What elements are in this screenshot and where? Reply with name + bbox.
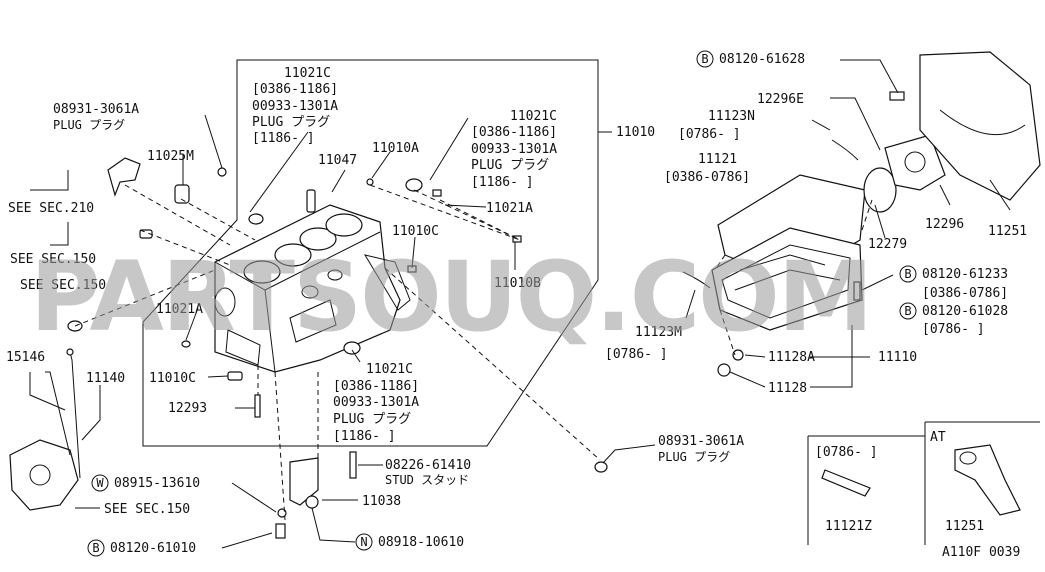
label-11021c-mid[interactable]: 11021C	[510, 109, 557, 124]
label-11123m-range: [0786- ]	[605, 347, 668, 362]
marker-b-2: B	[904, 267, 911, 281]
label-11140[interactable]: 11140	[86, 371, 125, 386]
label-11021c-bottom-alt[interactable]: 00933-1301A	[333, 395, 419, 410]
label-11021c-top-plug: PLUG プラグ	[252, 115, 330, 130]
label-11123m[interactable]: 11123M	[635, 325, 682, 340]
marker-b-3: B	[904, 304, 911, 318]
label-11021c-bottom-range2: [1186- ]	[333, 429, 396, 444]
label-11251[interactable]: 11251	[988, 224, 1027, 239]
label-08120-61233-range: [0386-0786]	[922, 286, 1008, 301]
label-11021c-mid-range2: [1186- ]	[471, 175, 534, 190]
cylinder-block-frame	[142, 59, 599, 447]
dashed-guide-lines	[74, 184, 873, 521]
label-08120-61028[interactable]: 08120-61028	[922, 304, 1008, 319]
label-08120-61010[interactable]: 08120-61010	[110, 541, 196, 556]
label-11021c-top[interactable]: 11021C	[284, 66, 331, 81]
label-08931-left-plug: PLUG プラグ	[53, 118, 125, 132]
label-08918-10610[interactable]: 08918-10610	[378, 535, 464, 550]
inset-box-at	[924, 421, 1040, 545]
label-11047[interactable]: 11047	[318, 153, 357, 168]
label-inset-at: AT	[930, 430, 946, 445]
label-11128[interactable]: 11128	[768, 381, 807, 396]
label-11021a-left[interactable]: 11021A	[156, 302, 203, 317]
label-11021c-top-alt[interactable]: 00933-1301A	[252, 99, 338, 114]
oil-pump-illustration	[9, 348, 81, 511]
label-11025m[interactable]: 11025M	[147, 149, 194, 164]
marker-w: W	[96, 476, 104, 490]
label-08931-bottom[interactable]: 08931-3061A	[658, 434, 744, 449]
diagram-code: A110F 0039	[942, 545, 1020, 560]
oil-pan-illustration	[682, 51, 1041, 516]
label-11010c-left[interactable]: 11010C	[149, 371, 196, 386]
label-11021c-bottom-range: [0386-1186]	[333, 379, 419, 394]
label-15146[interactable]: 15146	[6, 350, 45, 365]
label-11021c-top-range2: [1186- ]	[252, 131, 315, 146]
part-labels: 11021C [0386-1186] 00933-1301A PLUG プラグ …	[6, 52, 1027, 560]
leader-lines	[29, 59, 1011, 549]
label-11021c-mid-plug: PLUG プラグ	[471, 158, 549, 173]
label-08120-61233[interactable]: 08120-61233	[922, 267, 1008, 282]
label-12296[interactable]: 12296	[925, 217, 964, 232]
label-see-sec-150-c[interactable]: SEE SEC.150	[104, 502, 190, 517]
label-08931-left[interactable]: 08931-3061A	[53, 102, 139, 117]
label-11010a[interactable]: 11010A	[372, 141, 419, 156]
label-11121[interactable]: 11121	[698, 152, 737, 167]
label-08226-61410[interactable]: 08226-61410	[385, 458, 471, 473]
label-11021c-top-range: [0386-1186]	[252, 82, 338, 97]
label-11010c-right[interactable]: 11010C	[392, 224, 439, 239]
watermark: PARTSOUQ.COM	[30, 241, 871, 353]
marker-b-1: B	[701, 52, 708, 66]
marker-n: N	[360, 535, 367, 549]
label-11021c-bottom-plug: PLUG プラグ	[333, 412, 411, 427]
label-11021c-bottom[interactable]: 11021C	[366, 362, 413, 377]
marker-circles	[87, 50, 917, 557]
label-see-sec-150-a[interactable]: SEE SEC.150	[10, 252, 96, 267]
label-inset-range: [0786- ]	[815, 445, 878, 460]
label-08931-bottom-plug: PLUG プラグ	[658, 450, 730, 464]
label-08120-61028-range: [0786- ]	[922, 322, 985, 337]
label-11021a-right[interactable]: 11021A	[486, 201, 533, 216]
label-11021c-mid-range: [0386-1186]	[471, 125, 557, 140]
label-11038[interactable]: 11038	[362, 494, 401, 509]
label-08120-61628[interactable]: 08120-61628	[719, 52, 805, 67]
label-11123n-range: [0786- ]	[678, 127, 741, 142]
label-11021c-mid-alt[interactable]: 00933-1301A	[471, 142, 557, 157]
label-11010[interactable]: 11010	[616, 125, 655, 140]
label-11128a[interactable]: 11128A	[768, 350, 815, 365]
cylinder-block-illustration	[214, 204, 411, 373]
small-parts	[67, 157, 608, 539]
marker-b-4: B	[92, 541, 99, 555]
label-11121z[interactable]: 11121Z	[825, 519, 872, 534]
marker-letters: B B B W B N	[92, 52, 911, 555]
label-12293[interactable]: 12293	[168, 401, 207, 416]
label-11110[interactable]: 11110	[878, 350, 917, 365]
label-08915-13610[interactable]: 08915-13610	[114, 476, 200, 491]
label-see-sec-150-b[interactable]: SEE SEC.150	[20, 278, 106, 293]
label-see-sec-210[interactable]: SEE SEC.210	[8, 201, 94, 216]
label-12296e[interactable]: 12296E	[757, 92, 804, 107]
label-11010b[interactable]: 11010B	[494, 276, 541, 291]
label-08226-stud: STUD スタッド	[385, 473, 469, 487]
label-11121-range: [0386-0786]	[664, 170, 750, 185]
label-11123n[interactable]: 11123N	[708, 109, 755, 124]
label-inset-11251[interactable]: 11251	[945, 519, 984, 534]
label-12279[interactable]: 12279	[868, 237, 907, 252]
